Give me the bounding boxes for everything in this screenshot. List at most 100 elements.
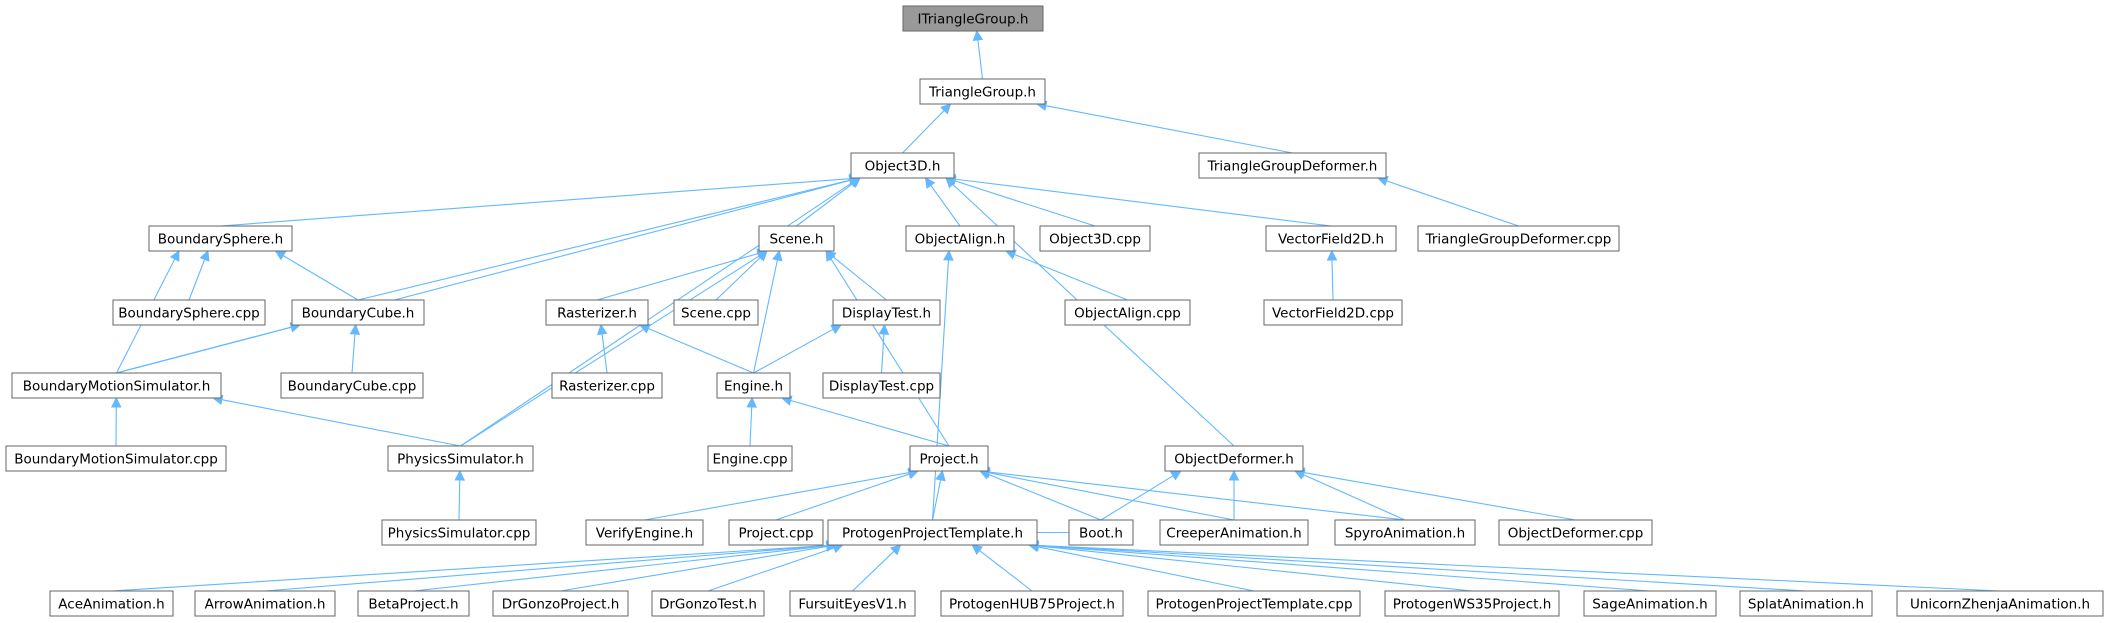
node-beta-project[interactable]: BetaProject.h xyxy=(357,590,470,617)
node-triangle-group[interactable]: TriangleGroup.h xyxy=(919,78,1046,105)
node-display-test-cpp[interactable]: DisplayTest.cpp xyxy=(822,372,941,399)
node-label: ArrowAnimation.h xyxy=(205,597,326,613)
node-rasterizer-cpp[interactable]: Rasterizer.cpp xyxy=(551,372,663,399)
node-scene-cpp[interactable]: Scene.cpp xyxy=(673,299,759,326)
arrowhead-icon xyxy=(878,323,890,335)
arrowhead-icon xyxy=(1326,249,1338,261)
edge-protogen-project-template-to-project xyxy=(931,469,946,521)
node-project[interactable]: Project.h xyxy=(909,445,989,472)
edge-line xyxy=(1037,546,1255,592)
node-label: Scene.h xyxy=(769,232,823,248)
node-box xyxy=(357,590,470,617)
node-box xyxy=(728,519,824,546)
node-fursuit-eyes-v1[interactable]: FursuitEyesV1.h xyxy=(789,590,916,617)
node-sage-animation[interactable]: SageAnimation.h xyxy=(1583,590,1717,617)
edge-line xyxy=(707,547,835,592)
node-vector-field2-dcpp[interactable]: VectorField2D.cpp xyxy=(1263,299,1403,326)
node-boundary-cube-cpp[interactable]: BoundaryCube.cpp xyxy=(280,372,424,399)
node-label: PhysicsSimulator.h xyxy=(397,452,524,468)
node-vector-field2-d[interactable]: VectorField2D.h xyxy=(1265,225,1397,252)
node-triangle-group-deformer[interactable]: TriangleGroupDeformer.h xyxy=(1198,152,1387,179)
node-box xyxy=(49,590,174,617)
node-spyro-animation[interactable]: SpyroAnimation.h xyxy=(1334,519,1476,546)
arrowhead-icon xyxy=(830,324,842,335)
edge-boundary-motion-simulator-cpp-to-boundary-motion-simulator xyxy=(110,396,122,447)
edge-line xyxy=(715,256,761,301)
edge-physics-simulator-to-scene xyxy=(460,250,768,447)
edge-line xyxy=(351,333,356,374)
node-boundary-sphere[interactable]: BoundarySphere.h xyxy=(148,225,293,252)
node-engine-cpp[interactable]: Engine.cpp xyxy=(707,445,793,472)
node-protogen-ws35-project[interactable]: ProtogenWS35Project.h xyxy=(1384,590,1560,617)
edge-engine-to-scene xyxy=(752,249,783,374)
edge-creeper-animation-to-object-deformer xyxy=(1228,469,1240,520)
arrowhead-icon xyxy=(169,250,180,262)
node-physics-simulator[interactable]: PhysicsSimulator.h xyxy=(387,445,534,472)
edge-creeper-animation-to-project xyxy=(978,467,1235,521)
node-object-align[interactable]: ObjectAlign.h xyxy=(905,225,1015,252)
node-object-deformer[interactable]: ObjectDeformer.h xyxy=(1164,445,1304,472)
edge-line xyxy=(188,259,206,301)
node-label: AceAnimation.h xyxy=(58,597,164,613)
arrowhead-icon xyxy=(1228,469,1240,481)
node-box xyxy=(822,372,941,399)
node-creeper-animation[interactable]: CreeperAnimation.h xyxy=(1159,519,1309,546)
node-boundary-sphere-cpp[interactable]: BoundarySphere.cpp xyxy=(112,299,266,326)
node-boot[interactable]: Boot.h xyxy=(1068,519,1134,546)
node-label: ProtogenProjectTemplate.h xyxy=(842,526,1023,542)
edge-protogen-hub75-project-to-protogen-project-template xyxy=(971,544,1033,592)
node-engine[interactable]: Engine.h xyxy=(716,372,791,399)
edge-vector-field2-dcpp-to-vector-field2-d xyxy=(1326,249,1338,301)
node-protogen-project-template-cpp[interactable]: ProtogenProjectTemplate.cpp xyxy=(1147,590,1361,617)
edge-unicorn-zhenja-animation-to-protogen-project-template xyxy=(1027,540,2001,592)
node-box xyxy=(1263,299,1403,326)
node-boundary-motion-simulator[interactable]: BoundaryMotionSimulator.h xyxy=(11,372,222,399)
edge-project-cpp-to-project xyxy=(775,469,920,521)
node-boundary-motion-simulator-cpp[interactable]: BoundaryMotionSimulator.cpp xyxy=(5,445,227,472)
node-protogen-project-template[interactable]: ProtogenProjectTemplate.h xyxy=(827,519,1038,546)
arrowhead-icon xyxy=(825,250,836,262)
node-protogen-hub75-project[interactable]: ProtogenHUB75Project.h xyxy=(940,590,1124,617)
node-rasterizer[interactable]: Rasterizer.h xyxy=(545,299,649,326)
node-dr-gonzo-test[interactable]: DrGonzoTest.h xyxy=(651,590,765,617)
edge-line xyxy=(752,259,778,374)
edge-line xyxy=(220,178,851,227)
node-unicorn-zhenja-animation[interactable]: UnicornZhenjaAnimation.h xyxy=(1896,590,2104,617)
node-label: VectorField2D.cpp xyxy=(1272,306,1394,322)
node-arrow-animation[interactable]: ArrowAnimation.h xyxy=(194,590,336,617)
edge-object3-d-to-triangle-group xyxy=(902,103,952,154)
node-display-test[interactable]: DisplayTest.h xyxy=(832,299,941,326)
node-scene[interactable]: Scene.h xyxy=(758,225,835,252)
node-itriangle-group[interactable]: ITriangleGroup.h xyxy=(902,5,1044,32)
arrowhead-icon xyxy=(924,177,936,189)
node-project-cpp[interactable]: Project.cpp xyxy=(728,519,824,546)
node-physics-simulator-cpp[interactable]: PhysicsSimulator.cpp xyxy=(381,519,537,546)
node-ace-animation[interactable]: AceAnimation.h xyxy=(49,590,174,617)
edge-line xyxy=(596,252,759,301)
edge-line xyxy=(1386,180,1519,227)
node-object-align-cpp[interactable]: ObjectAlign.cpp xyxy=(1064,299,1191,326)
node-label: Scene.cpp xyxy=(681,306,751,322)
edge-line xyxy=(1014,253,1128,301)
node-splat-animation[interactable]: SplatAnimation.h xyxy=(1739,590,1873,617)
edge-display-test-cpp-to-display-test xyxy=(878,323,890,374)
node-object3-dcpp[interactable]: Object3D.cpp xyxy=(1039,225,1151,252)
edge-line xyxy=(357,179,851,301)
node-label: SageAnimation.h xyxy=(1592,597,1707,613)
node-label: BetaProject.h xyxy=(368,597,458,613)
edge-line xyxy=(1037,545,1473,592)
node-box xyxy=(381,519,537,546)
node-verify-engine[interactable]: VerifyEngine.h xyxy=(585,519,704,546)
node-boundary-cube[interactable]: BoundaryCube.h xyxy=(291,299,425,326)
node-object3-d[interactable]: Object3D.h xyxy=(850,152,955,179)
node-dr-gonzo-project[interactable]: DrGonzoProject.h xyxy=(492,590,629,617)
node-label: VectorField2D.h xyxy=(1278,232,1384,248)
arrowhead-icon xyxy=(940,103,952,115)
node-box xyxy=(1159,519,1309,546)
node-box xyxy=(827,519,1038,546)
node-triangle-group-deformer-cpp[interactable]: TriangleGroupDeformer.cpp xyxy=(1417,225,1620,252)
edge-vector-field2-d-to-object3-d xyxy=(944,173,1332,227)
edge-line xyxy=(796,182,854,227)
edge-line xyxy=(790,399,950,447)
node-object-deformer-cpp[interactable]: ObjectDeformer.cpp xyxy=(1498,519,1653,546)
